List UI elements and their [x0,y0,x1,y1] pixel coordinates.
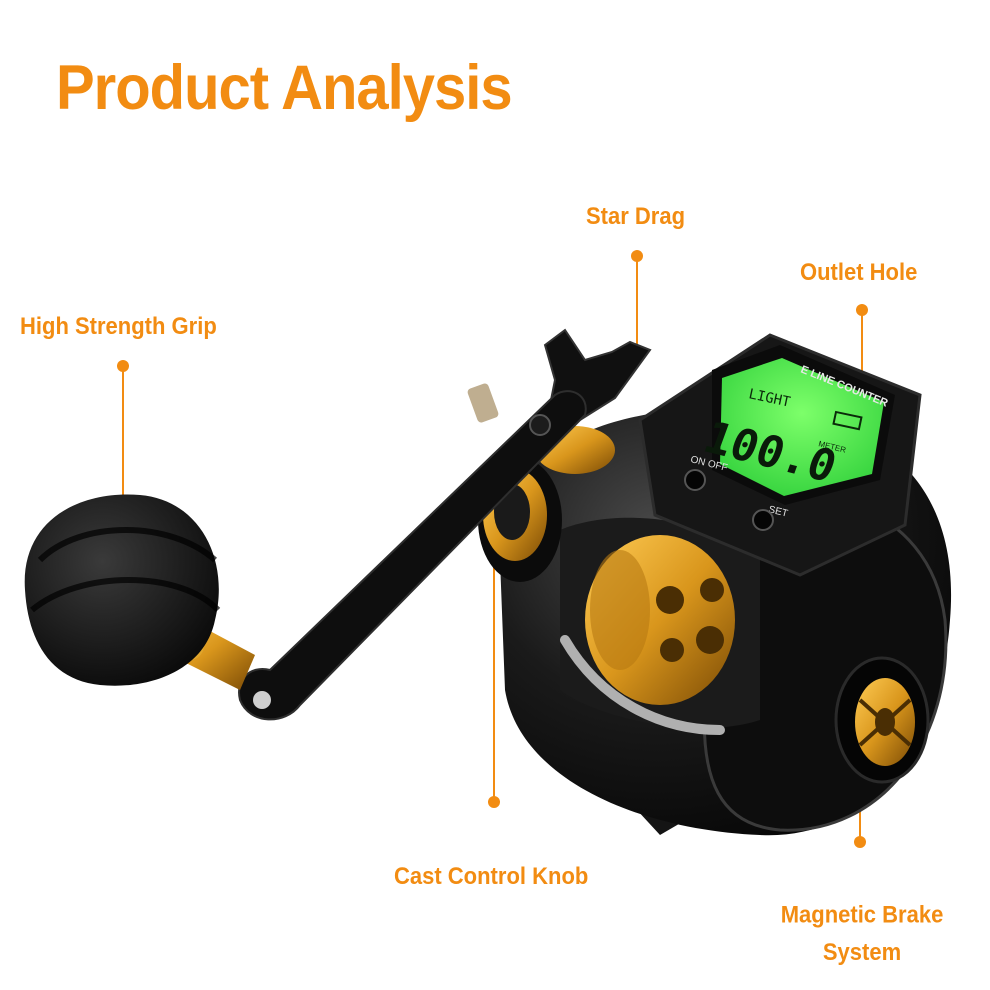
callout-outlet-hole: Outlet Hole [800,258,918,286]
high-strength-grip[interactable] [24,494,221,686]
callout-dots [117,250,868,848]
handle-screw-bottom [253,691,271,709]
lcd-screen [720,358,884,496]
handle-nut [467,383,499,423]
on-off-button[interactable] [684,469,706,491]
line-guide [560,635,725,735]
callout-magnetic-brake-line2: System [822,937,902,966]
callout-magnetic-brake-line1: Magnetic Brake [780,900,944,928]
magnetic-brake-dial[interactable] [834,656,930,784]
callout-magnetic-brake-system: Magnetic Brake System [772,896,952,971]
callout-cast-control-knob: Cast Control Knob [394,862,589,890]
handle-screw-top [529,414,551,436]
callout-star-drag: Star Drag [586,202,686,230]
gold-spool [585,535,735,705]
callout-high-strength-grip: High Strength Grip [20,312,217,340]
page-title: Product Analysis [56,53,513,124]
handle-arm [238,390,587,721]
battery-icon [832,410,863,431]
set-button[interactable] [752,509,774,531]
